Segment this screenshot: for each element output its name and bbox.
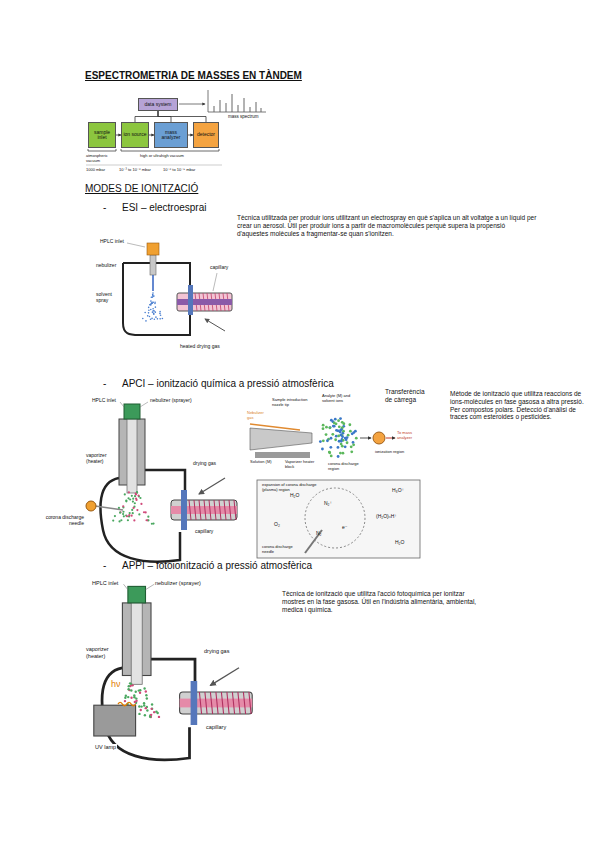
box-label: mass analyzer <box>156 130 186 141</box>
part-label: Solution (M) <box>250 460 275 465</box>
page-title: ESPECTROMETRIA DE MASSES EN TÀNDEM <box>85 70 302 82</box>
part-label: drying gas <box>193 460 216 466</box>
region-label: atmospheric vacuum <box>86 154 118 164</box>
part-label: corona discharge region <box>328 462 364 472</box>
subsection-heading: APPI – fotoionització a pressió atmosfèr… <box>122 560 312 572</box>
process-box: detector <box>193 122 219 148</box>
part-label: heated drying gas <box>180 343 220 349</box>
process-box: ion source <box>121 122 149 148</box>
process-box: sample inlet <box>88 122 116 148</box>
chemical-species: (H₂O)ₙH⁺ <box>376 513 397 519</box>
part-label: corona discharge needle <box>262 545 302 555</box>
part-label: capillary <box>206 724 226 731</box>
body-text: Tècnica de ionització que utilitza l'acc… <box>282 590 482 613</box>
chemical-species: H₃O⁺ <box>392 487 404 493</box>
part-label: corona discharge needle <box>38 514 84 526</box>
body-text: Tècnica utilitzada per produir ions util… <box>237 214 537 237</box>
part-label: nebulizer (sprayer) <box>155 580 201 587</box>
box-label: data system <box>145 102 172 108</box>
photon-symbol: hν <box>111 679 121 690</box>
box-label: sample inlet <box>90 130 114 141</box>
esi-source-illustration <box>123 243 232 335</box>
part-label: Nebulizer gas <box>247 411 271 421</box>
part-label: solvent spray <box>96 291 120 303</box>
apci-source-illustration <box>86 402 237 562</box>
chemical-species: O₂ <box>274 521 280 527</box>
part-label: Analyte (M) and solvent ions <box>322 394 362 404</box>
chemical-species: e⁻ <box>342 524 347 530</box>
axis-label: mass spectrum <box>228 114 259 119</box>
chemical-species: H₂O <box>290 492 299 498</box>
process-box: mass analyzer <box>154 122 188 148</box>
connector <box>158 111 206 122</box>
part-label: vaporizer (heater) <box>86 452 118 464</box>
bullet: - <box>103 202 106 214</box>
pressure-label: 10⁻³ to 10⁻⁶ mbar <box>119 168 151 173</box>
pressure-label: 10⁻⁶ to 10⁻⁹ mbar <box>163 168 195 173</box>
pressure-label: 1000 mbar <box>86 168 105 173</box>
appi-source-illustration <box>94 584 252 760</box>
part-label: HPLC inlet <box>92 580 118 587</box>
block-diagram-decor <box>86 90 266 165</box>
part-label: drying gas <box>204 648 229 655</box>
part-label: nebulizer (sprayer) <box>150 397 192 403</box>
part-label: ionization region <box>375 450 407 455</box>
part-label: expansion of corona discharge (plasma) r… <box>262 483 317 493</box>
apci-mechanism-illustration <box>250 417 420 558</box>
subsection-heading: APCI – ionització química a pressió atmo… <box>122 378 334 390</box>
part-label: UV lamp <box>94 744 117 751</box>
part-label: HPLC inlet <box>92 397 116 403</box>
region-label: high or ultrahigh vacuum <box>140 154 210 159</box>
subsection-heading: ESI – electroesprai <box>122 202 207 214</box>
chemical-species: N₂ <box>316 530 322 536</box>
part-label: To mass analyzer <box>397 431 423 441</box>
part-label: capillary <box>210 264 228 270</box>
section-heading: MODES DE IONITZACIÓ <box>85 183 198 195</box>
bullet: - <box>103 560 106 572</box>
callout-text: Transferència de càrrega <box>385 388 433 404</box>
part-label: Sample introduction nozzle tip <box>272 398 310 408</box>
body-text: Mètode de ionització que utilitza reacci… <box>450 390 585 421</box>
part-label: vaporizer (heater) <box>86 646 120 659</box>
box-label: detector <box>197 132 215 138</box>
part-label: capillary <box>195 528 213 534</box>
part-label: HPLC inlet <box>100 238 124 244</box>
connector <box>135 111 158 122</box>
bullet: - <box>103 378 106 390</box>
part-label: nebulizer <box>96 262 116 268</box>
chemical-species: N₂⁺ <box>324 500 332 506</box>
process-box: data system <box>138 98 178 111</box>
box-label: ion source <box>123 132 146 138</box>
part-label: Vaporizer heater block <box>285 460 321 470</box>
chemical-species: H₂O <box>395 539 404 545</box>
